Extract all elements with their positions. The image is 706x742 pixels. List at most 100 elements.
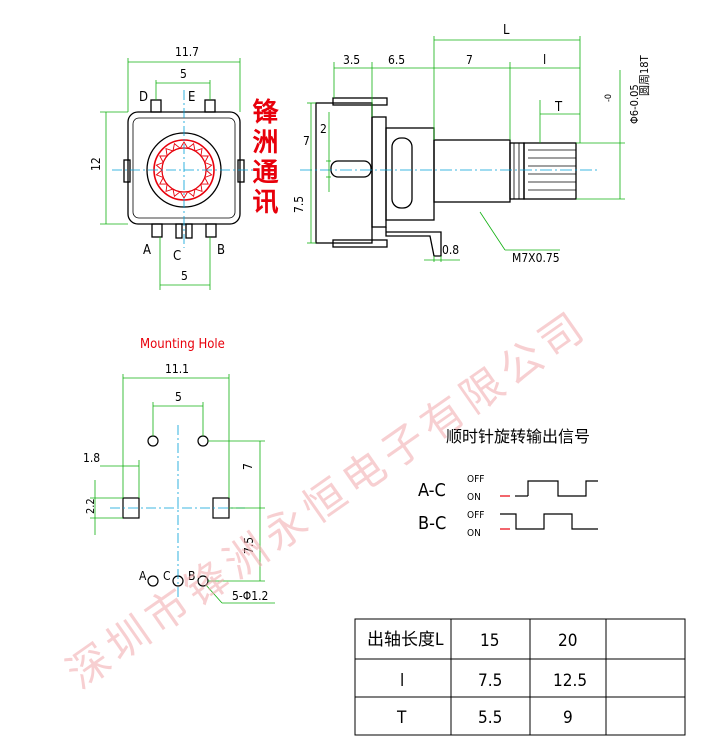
side-bracket-bottom (332, 239, 388, 248)
mount-dim-5: 5 (175, 390, 182, 404)
pin-e-shape (204, 99, 216, 113)
side-plate (371, 116, 387, 228)
mount-dim-holes: 5-Φ1.2 (232, 589, 268, 603)
table-cell-0-0: l (400, 671, 404, 691)
mount-dim-18: 1.8 (83, 451, 100, 465)
knurl-tooth (165, 147, 174, 156)
knurl-tooth (165, 184, 174, 193)
signal-waveforms (500, 480, 598, 530)
table-cell-1-0: T (396, 708, 407, 728)
mount-pin-a: A (139, 569, 147, 583)
mount-dim-7: 7 (241, 463, 255, 470)
side-dim-2: 2 (320, 122, 327, 136)
knurl-tooth (179, 141, 189, 149)
pin-c2-shape (185, 223, 193, 239)
knurl-tooth (187, 189, 196, 198)
hole-top-right (197, 435, 209, 447)
side-dim-phi-top: -0 (604, 94, 614, 102)
side-dim-08: 0.8 (442, 243, 459, 257)
table-header-2: 20 (558, 631, 577, 651)
pin-label-e: E (188, 90, 195, 105)
side-bracket-top (332, 97, 388, 106)
spec-table-text: 出轴长度L 15 20 l 7.5 12.5 T 5.5 9 (367, 630, 587, 728)
pin-d-shape (150, 99, 162, 113)
side-dim-phi: Φ6-0.05 (628, 84, 641, 124)
mount-dim-111: 11.1 (165, 362, 189, 376)
table-cell-0-2: 12.5 (553, 671, 587, 691)
mount-pin-b: B (188, 569, 195, 583)
spec-table (354, 618, 686, 736)
signal-title: 顺时针旋转输出信号 (446, 427, 590, 446)
front-view-labels: 11.7 5 12 5 D E A B C (89, 45, 225, 283)
side-dim-l: l (543, 53, 546, 68)
side-dim-7v: 7 (303, 134, 310, 148)
pin-label-a: A (143, 243, 151, 258)
pin-label-b: B (217, 243, 225, 258)
front-tab-left (123, 159, 131, 183)
waveform-a-c (527, 480, 598, 497)
side-dim-7: 7 (466, 53, 473, 67)
side-bushing (433, 139, 511, 203)
side-dim-knurl: 圆周18T (638, 54, 651, 96)
hole-a (147, 575, 159, 587)
knurl-tooth (194, 147, 203, 156)
front-view (100, 58, 255, 290)
table-cell-0-1: 7.5 (478, 671, 502, 691)
mount-dim-75: 7.5 (242, 537, 256, 554)
knurl-tooth (204, 162, 213, 171)
pin-c-shape (175, 223, 183, 239)
side-view (300, 36, 625, 262)
knurl-tooth (159, 155, 168, 163)
hole-top-left (147, 435, 159, 447)
knurl-tooth (204, 169, 213, 178)
pin-label-c: C (173, 249, 181, 264)
waveform-b-c (500, 513, 598, 530)
front-dim-pin-top: 5 (180, 67, 187, 81)
signal-row2-on: ON (467, 528, 481, 539)
knurl-tooth (159, 177, 168, 185)
side-view-labels: L 3.5 6.5 7 l T Φ6-0.05 -0 圆周18T 2 7 7.5… (292, 23, 651, 265)
mount-dim-22: 2.2 (84, 498, 97, 514)
knurl-tooth (194, 184, 203, 193)
front-dim-pin-bottom: 5 (181, 269, 188, 283)
knurl-tooth (200, 177, 209, 185)
knurl-tooth (200, 155, 209, 163)
side-dim-thread: M7X0.75 (512, 251, 560, 265)
brand-label: 锋洲通讯 (248, 98, 278, 218)
pin-a-shape (151, 223, 163, 238)
side-tab (385, 227, 442, 257)
signal-row1-label: A-C (418, 480, 446, 501)
table-cell-1-2: 9 (563, 708, 573, 728)
side-dim-t: T (554, 100, 563, 115)
signal-row2-off: OFF (467, 510, 484, 521)
table-header-0: 出轴长度L (367, 630, 444, 650)
signal-row2-label: B-C (418, 513, 446, 534)
pin-b-shape (205, 223, 217, 238)
knurl-tooth (155, 169, 164, 178)
knurl-tooth (172, 142, 181, 151)
side-knurl-lines (513, 143, 576, 199)
side-shaft (509, 142, 525, 200)
mounting-labels: 11.1 5 1.8 2.2 7 7.5 5-Φ1.2 A C B (83, 362, 268, 603)
side-knob-slot (391, 137, 413, 209)
mount-pin-c: C (163, 569, 171, 583)
side-dim-75v: 7.5 (292, 196, 306, 213)
mounting-view (90, 374, 275, 604)
table-header-1: 15 (480, 631, 499, 651)
side-dim-l-total: L (503, 23, 510, 38)
front-dim-width: 11.7 (175, 45, 199, 59)
pin-label-d: D (139, 90, 148, 105)
knurl-tooth (155, 162, 164, 171)
signal-row1-on: ON (467, 492, 481, 503)
side-dim-65: 6.5 (388, 53, 405, 67)
signal-row1-off: OFF (467, 474, 484, 485)
side-pin (330, 160, 372, 178)
table-cell-1-1: 5.5 (478, 708, 502, 728)
front-tab-right (237, 159, 245, 183)
knurl-tooth (172, 189, 181, 198)
knurl-tooth (187, 142, 196, 151)
side-dim-35: 3.5 (343, 53, 360, 67)
mounting-title: Mounting Hole (140, 337, 225, 352)
side-knurl (523, 142, 577, 200)
